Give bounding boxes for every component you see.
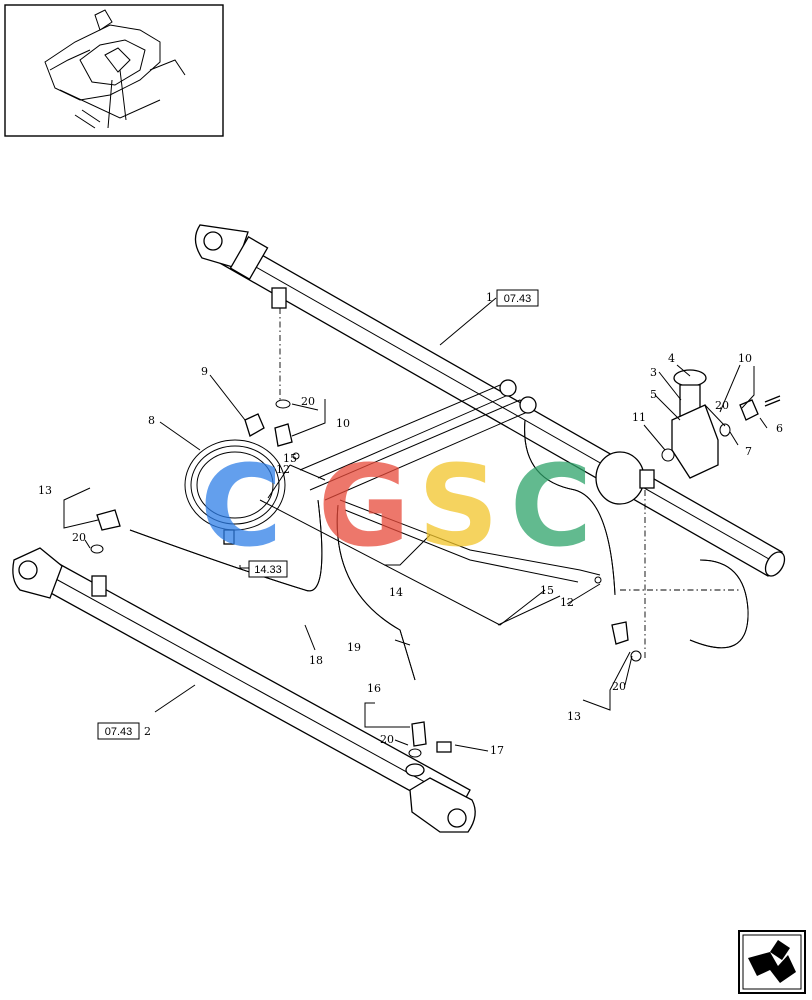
valve-block-assembly[interactable]	[595, 369, 740, 660]
callout-15-left: 15	[283, 452, 297, 465]
callout-4: 4	[668, 352, 675, 365]
callout-1: 1	[486, 291, 493, 304]
callout-numbers: 1 2 3 4 5 6 7 8 9 10 10 11 12 12 13 13 1…	[38, 291, 783, 757]
callout-14: 14	[389, 586, 403, 599]
callout-11: 11	[632, 411, 646, 424]
callout-20-c: 20	[715, 399, 729, 412]
reference-box-upper[interactable]: 07.43	[496, 289, 539, 307]
callout-15-right: 15	[540, 584, 554, 597]
rigid-tube-assembly[interactable]	[299, 379, 601, 583]
watermark-letter-1: C	[200, 442, 282, 572]
callout-5: 5	[650, 388, 657, 401]
callout-3: 3	[650, 366, 657, 379]
flexible-hoses[interactable]	[129, 419, 749, 681]
next-page-arrow-icon[interactable]	[738, 930, 806, 994]
callout-20-e: 20	[380, 733, 394, 746]
callout-10-right: 10	[738, 352, 752, 365]
callout-20-a: 20	[301, 395, 315, 408]
callout-18: 18	[309, 654, 323, 667]
callout-16: 16	[367, 682, 381, 695]
reference-box-lower[interactable]: 07.43	[97, 722, 140, 740]
callout-12-right: 12	[560, 596, 574, 609]
callout-7: 7	[745, 445, 752, 458]
watermark-letter-4: C	[510, 442, 592, 572]
watermark: C G S C	[200, 442, 592, 572]
callout-19: 19	[347, 641, 361, 654]
callout-8: 8	[148, 414, 155, 427]
callout-20-b: 20	[72, 531, 86, 544]
watermark-letter-3: S	[418, 442, 499, 572]
reference-box-hose[interactable]: 14.33	[248, 560, 288, 578]
callout-13-left: 13	[38, 484, 52, 497]
callout-13-right: 13	[567, 710, 581, 723]
callout-20-d: 20	[612, 680, 626, 693]
reference-upper-text: 07.43	[504, 293, 532, 305]
callout-17: 17	[490, 744, 504, 757]
callout-10-left: 10	[336, 417, 350, 430]
callout-6: 6	[776, 422, 783, 435]
lower-hydraulic-cylinder[interactable]	[12, 547, 476, 833]
leader-lines	[63, 297, 768, 752]
callout-12-left: 12	[276, 463, 290, 476]
reference-lower-text: 07.43	[105, 726, 133, 738]
reference-hose-text: 14.33	[254, 564, 282, 576]
callout-2: 2	[144, 725, 151, 738]
watermark-letter-2: G	[318, 442, 410, 572]
callout-9: 9	[201, 365, 208, 378]
inset-thumbnail[interactable]	[4, 4, 224, 137]
